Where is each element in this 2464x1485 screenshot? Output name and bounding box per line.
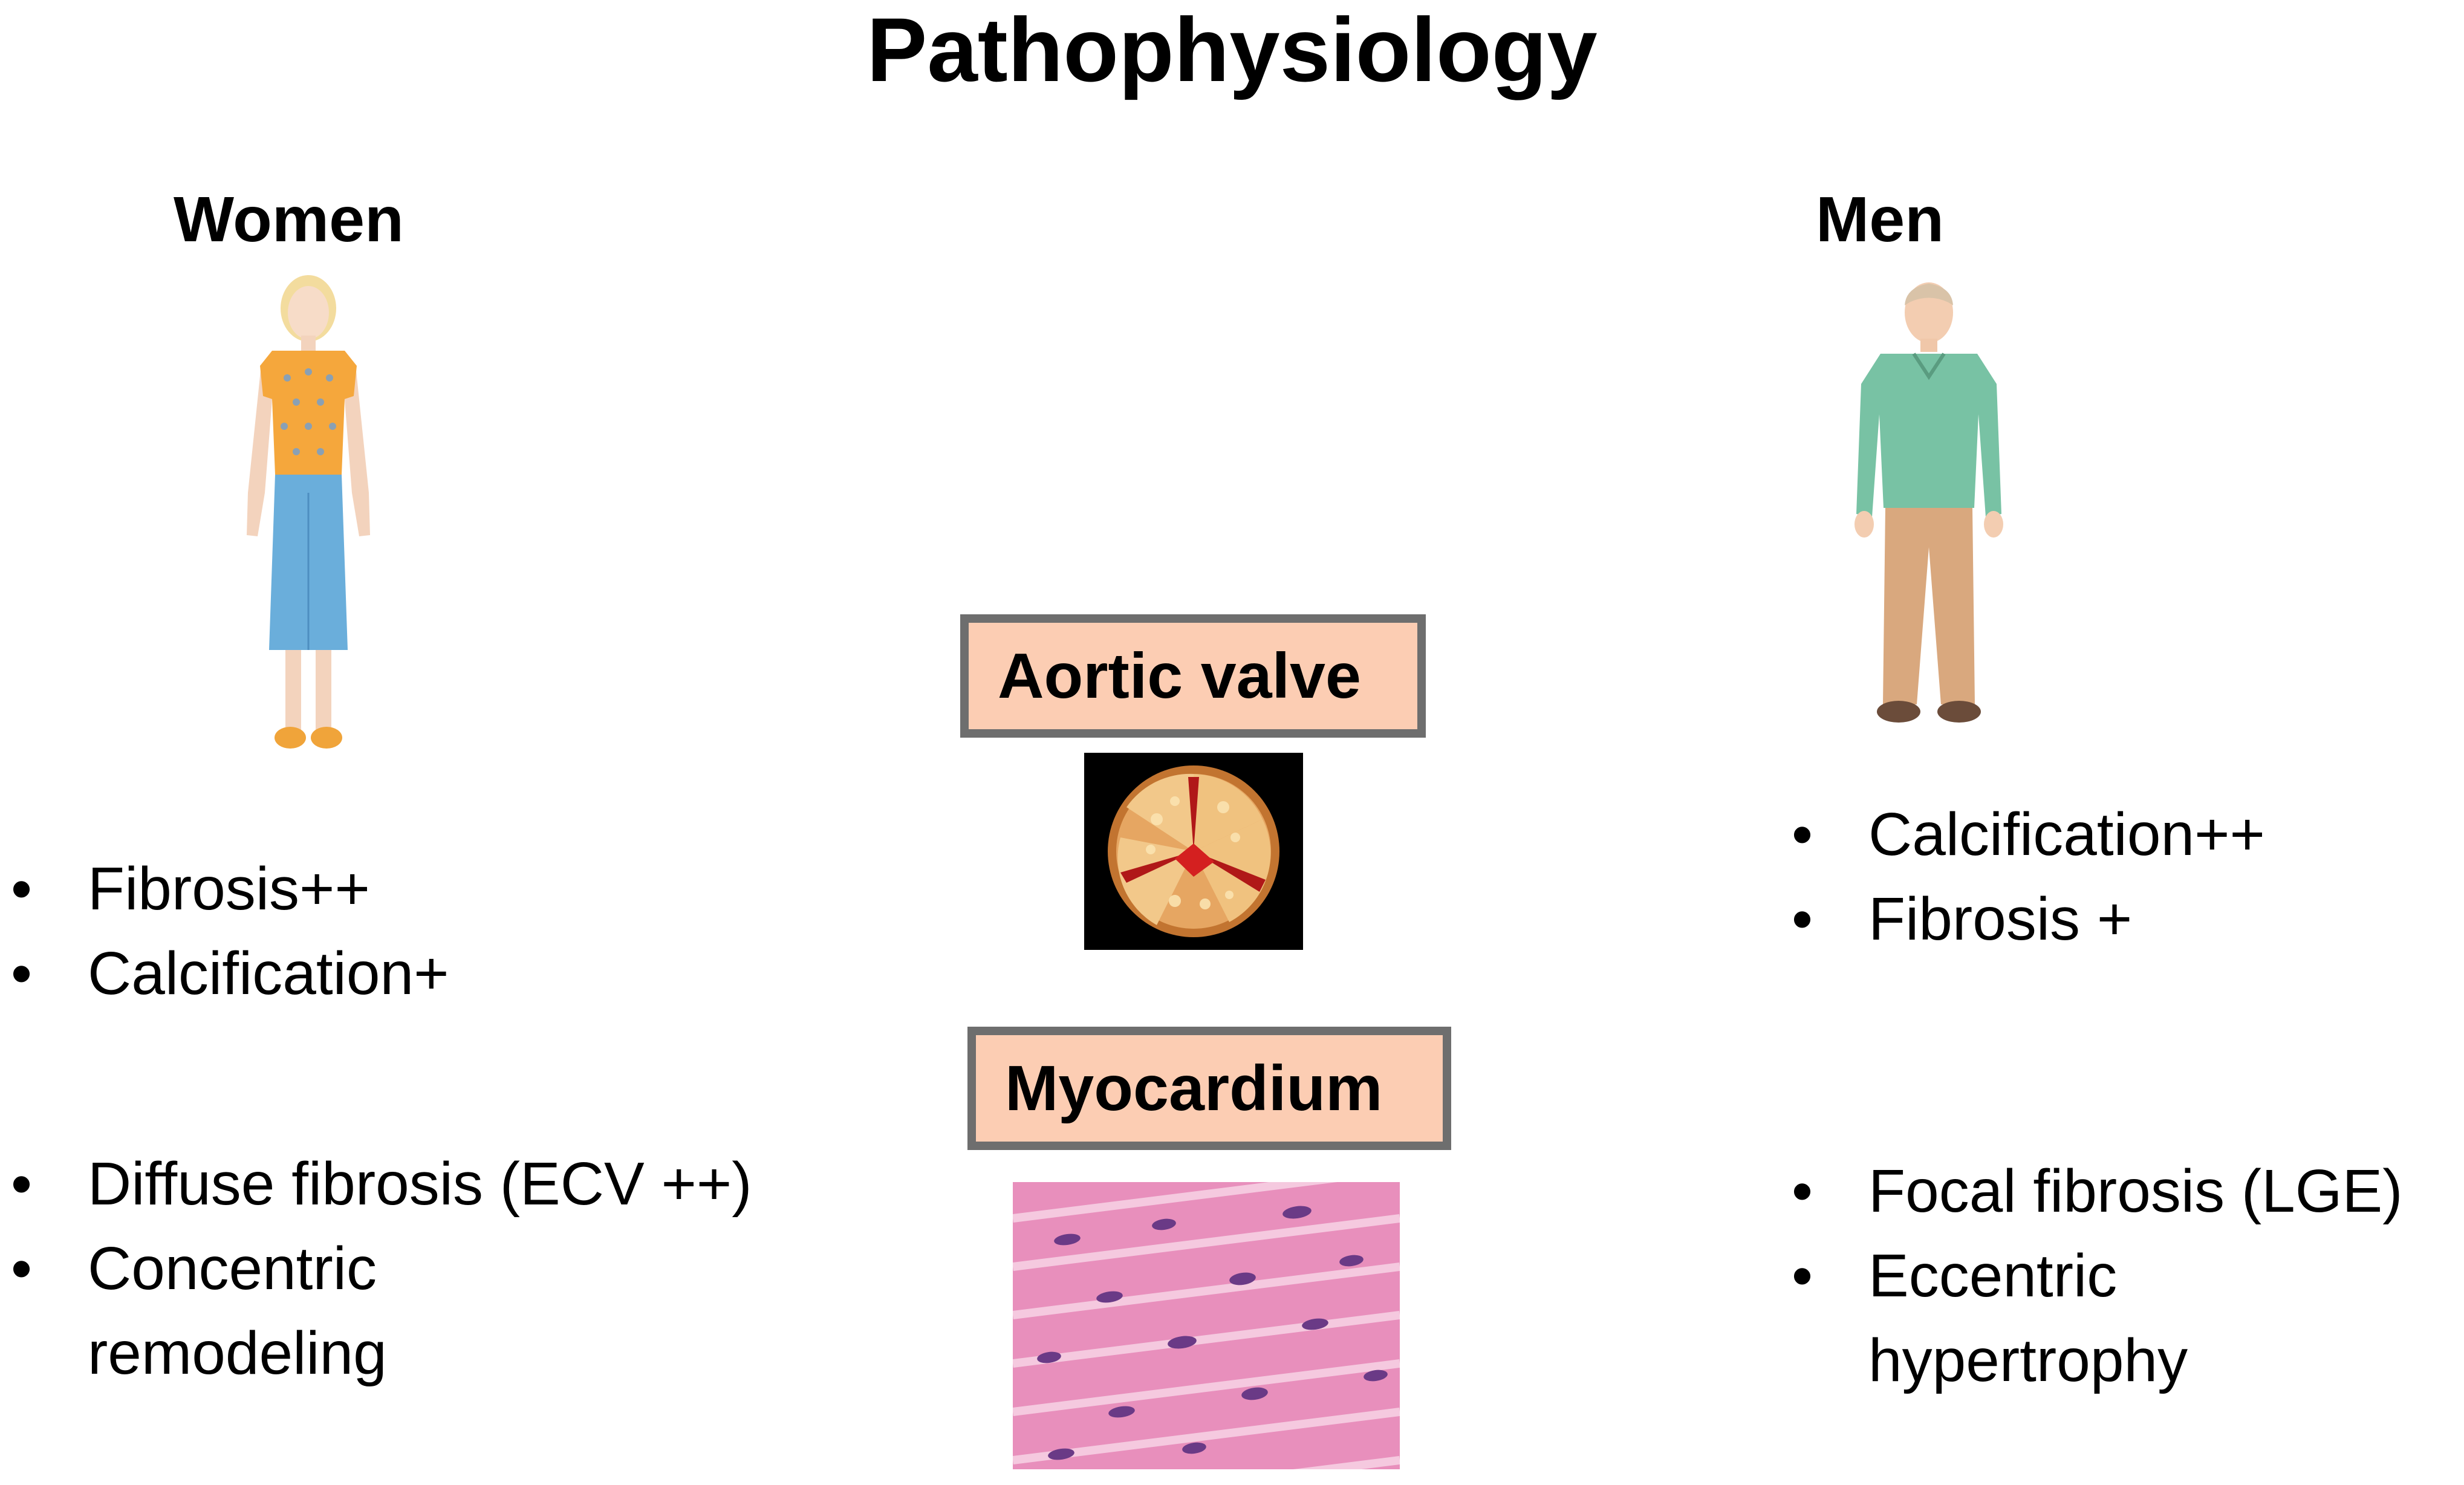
aortic-valve-icon (1084, 753, 1303, 950)
myocardium-histology-image (1013, 1182, 1400, 1469)
list-item: Focal fibrosis (LGE) (1781, 1149, 2403, 1233)
list-item: Calcification+ (0, 931, 449, 1016)
myocardium-label: Myocardium (967, 1027, 1451, 1150)
list-item: Fibrosis + (1781, 877, 2265, 961)
man-figure-icon (1855, 282, 2003, 723)
woman-figure-icon (247, 275, 370, 749)
men-heading: Men (1816, 184, 1944, 255)
list-item: Fibrosis++ (0, 846, 449, 931)
eccentric-hypertrophy-text: Eccentric hypertrophy (1868, 1242, 2188, 1394)
women-heading: Women (174, 184, 404, 255)
list-item: Eccentric hypertrophy (1781, 1233, 2403, 1403)
page-title: Pathophysiology (866, 0, 1598, 100)
concentric-remodeling-text: Concentric remodeling (88, 1235, 387, 1387)
list-item: Calcification++ (1781, 792, 2265, 877)
men-valve-list: Calcification++ Fibrosis + (1781, 792, 2265, 961)
aortic-valve-label: Aortic valve (960, 614, 1426, 738)
list-item: Diffuse fibrosis (ECV ++) (0, 1142, 752, 1226)
women-myocardium-list: Diffuse fibrosis (ECV ++) Concentric rem… (0, 1142, 752, 1396)
list-item: Concentric remodeling (0, 1226, 752, 1396)
women-valve-list: Fibrosis++ Calcification+ (0, 846, 449, 1016)
men-myocardium-list: Focal fibrosis (LGE) Eccentric hypertrop… (1781, 1149, 2403, 1403)
